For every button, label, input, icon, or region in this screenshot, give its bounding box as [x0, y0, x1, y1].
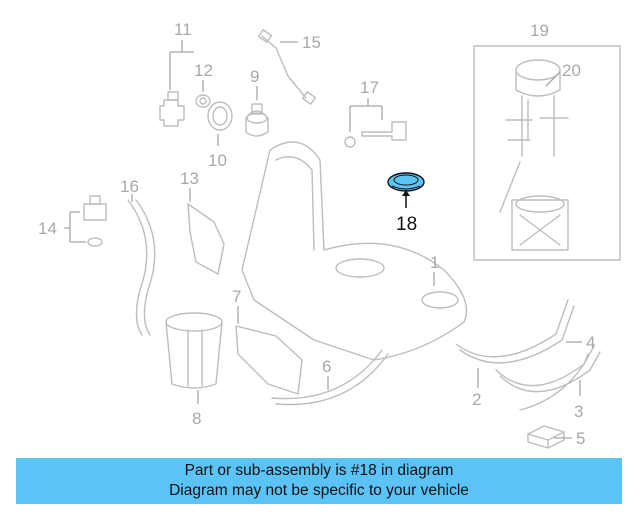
part-18-seal-ring	[387, 172, 425, 192]
part-12-ring	[195, 94, 211, 108]
part-11-valve	[159, 91, 185, 127]
part-20-pump	[499, 59, 569, 251]
banner-line-1: Part or sub-assembly is #18 in diagram	[184, 462, 454, 479]
callout-20: 20	[562, 61, 581, 80]
part-5-bracket	[527, 425, 565, 449]
part-10-gasket	[207, 101, 233, 131]
part-3-strap	[519, 353, 589, 411]
info-banner: Part or sub-assembly is #18 in diagram D…	[16, 458, 622, 504]
part-13-bracket	[187, 203, 225, 275]
callout-12: 12	[194, 61, 213, 80]
callout-17: 17	[360, 78, 379, 97]
callout-5: 5	[576, 429, 585, 448]
callout-2: 2	[472, 390, 481, 409]
callout-10: 10	[208, 151, 227, 170]
part-17-connector	[344, 121, 407, 148]
callout-14: 14	[38, 219, 57, 238]
callout-7: 7	[232, 287, 241, 306]
parts-diagram: 11 12 10 9 15 17 18	[38, 20, 621, 449]
callout-3: 3	[574, 402, 583, 421]
callout-19: 19	[530, 21, 549, 40]
banner-line-2: Diagram may not be specific to your vehi…	[169, 482, 469, 499]
callout-15: 15	[302, 33, 321, 52]
part-14-valve	[83, 195, 107, 247]
part-1-fuel-tank	[241, 141, 468, 361]
leader-17	[349, 98, 383, 132]
part-4-strap-upper	[455, 299, 569, 358]
leader-20	[545, 71, 561, 87]
callout-13: 13	[180, 169, 199, 188]
part-7-shield	[235, 325, 303, 395]
callout-8: 8	[192, 409, 201, 428]
callout-18: 18	[396, 214, 417, 235]
part-16-hose	[127, 199, 148, 336]
part-15-sensor	[257, 29, 317, 105]
callout-4: 4	[586, 333, 595, 352]
callout-9: 9	[250, 67, 259, 86]
leader-11	[169, 40, 194, 90]
callout-6: 6	[322, 357, 331, 376]
part-9-cap	[245, 103, 269, 137]
callout-11: 11	[174, 20, 192, 39]
part-4-strap-lower	[495, 345, 595, 387]
part-8-cup	[165, 312, 223, 389]
part-19-box	[473, 45, 621, 261]
leader-18-arrow	[402, 190, 410, 196]
callout-16: 16	[120, 177, 139, 196]
part-6-strap	[271, 349, 383, 400]
callout-1: 1	[430, 253, 439, 272]
leader-14	[64, 211, 86, 243]
